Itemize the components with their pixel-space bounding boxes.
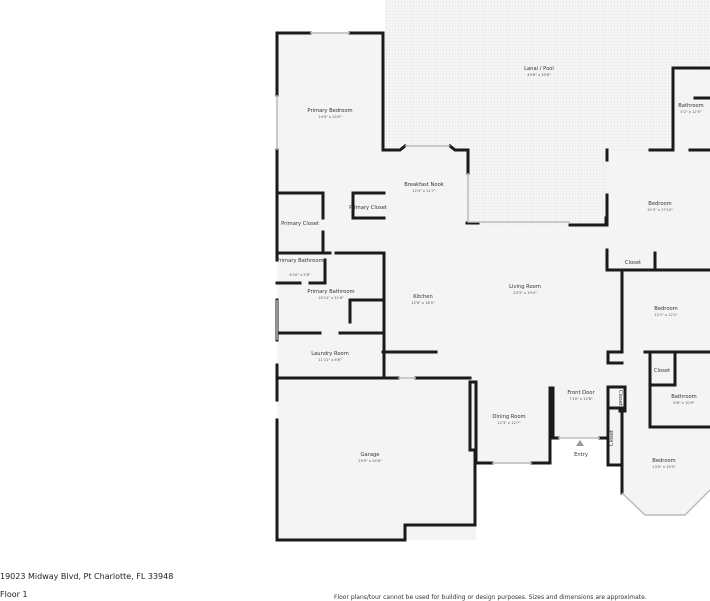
room-lanai: Lanai / Pool	[524, 66, 554, 72]
room-bedroom-ne-dim: 15'3" x 17'10"	[647, 208, 673, 212]
room-entry: Entry	[574, 452, 588, 458]
room-bedroom-se-dim: 13'0" x 15'5"	[652, 465, 676, 469]
room-primary-bedroom: Primary Bedroom	[307, 108, 352, 114]
room-bedroom-ne: Bedroom	[648, 201, 671, 207]
room-primary-bedroom-dim: 14'0" x 24'0"	[318, 115, 342, 119]
room-bathroom-e-dim: 8'8" x 10'9"	[673, 401, 694, 405]
room-front-door: Front Door	[567, 390, 595, 396]
room-front-door-dim: 7'10" x 12'6"	[569, 397, 593, 401]
walls	[275, 31, 710, 542]
room-kitchen: Kitchen	[413, 294, 433, 300]
room-bathroom-e: Bathroom	[671, 394, 696, 400]
room-labels: Lanai / Pool 49'6" x 33'6" Primary Bedro…	[276, 66, 703, 469]
address-label: 19023 Midway Blvd, Pt Charlotte, FL 3394…	[0, 572, 174, 581]
room-kitchen-dim: 12'6" x 18'5"	[411, 301, 435, 305]
room-garage-dim: 29'9" x 24'6"	[358, 459, 382, 463]
room-primary-bathroom-dim: 15'11" x 11'6"	[318, 296, 344, 300]
room-laundry: Laundry Room	[311, 351, 349, 357]
room-breakfast-nook: Breakfast Nook	[404, 182, 444, 188]
lanai-area	[384, 0, 710, 225]
room-living-room-dim: 23'3" x 19'4"	[513, 291, 537, 295]
room-bathroom-ne: Bathroom	[678, 103, 703, 109]
windows	[276, 32, 710, 516]
room-closet-entry2: Closet	[609, 430, 615, 446]
bathroom-ne-floor	[673, 68, 710, 150]
entry-arrow-icon	[576, 440, 584, 446]
room-bedroom-e-dim: 12'1" x 12'1"	[654, 313, 678, 317]
room-garage: Garage	[361, 452, 380, 458]
room-primary-closet-small: Primary Closet	[349, 205, 387, 211]
room-bedroom-e: Bedroom	[654, 306, 677, 312]
room-dining-room: Dining Room	[492, 414, 525, 420]
disclaimer-text: Floor plans/tour cannot be used for buil…	[334, 594, 647, 601]
room-primary-bathroom: Primary Bathroom	[307, 289, 354, 295]
room-primary-closet: Primary Closet	[281, 221, 319, 227]
room-bathroom-ne-dim: 5'2" x 12'5"	[680, 110, 701, 114]
room-closet-e: Closet	[654, 368, 670, 374]
room-breakfast-nook-dim: 12'4" x 11'7"	[412, 189, 436, 193]
room-laundry-dim: 11'11" x 6'6"	[318, 358, 342, 362]
room-primary-bathroom-small-dim: 6'10" x 5'8"	[289, 273, 310, 277]
room-lanai-dim: 49'6" x 33'6"	[527, 73, 551, 77]
room-primary-bathroom-small: Primary Bathroom	[276, 258, 323, 264]
floor-label: Floor 1	[0, 590, 28, 599]
room-bedroom-se: Bedroom	[652, 458, 675, 464]
room-closet-ne: Closet	[625, 260, 641, 266]
room-living-room: Living Room	[509, 284, 541, 290]
room-dining-room-dim: 12'3" x 12'7"	[497, 421, 521, 425]
interior-floor	[277, 33, 710, 540]
room-closet-entry1: Closet	[617, 390, 623, 406]
